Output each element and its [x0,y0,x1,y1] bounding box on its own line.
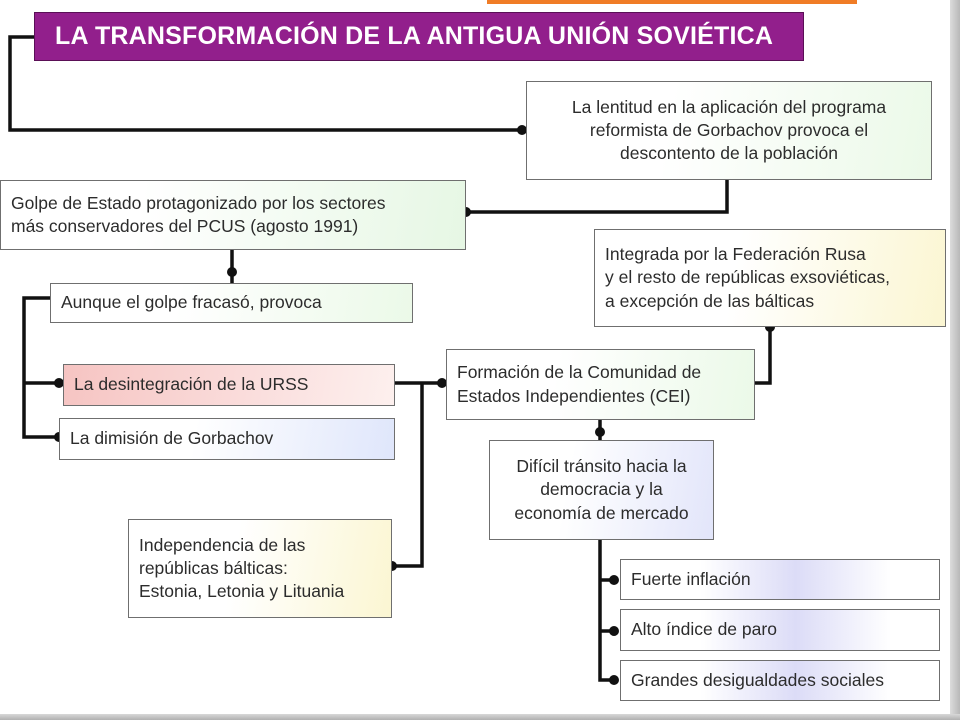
connector-dot [609,575,619,585]
connector-integrada-cei [755,327,772,385]
node-golpe: Golpe de Estado protagonizado por los se… [0,180,466,250]
connector-dot [609,626,619,636]
node-dimision: La dimisión de Gorbachov [59,418,395,460]
connector-dot [437,378,447,388]
connector-title-lentitud [8,35,522,132]
node-integrada: Integrada por la Federación Rusa y el re… [594,229,946,327]
connector-dot [54,378,64,388]
top-accent-strip [487,0,857,4]
connector-fracaso-branches [22,296,59,439]
connector-dot [595,427,605,437]
node-cei: Formación de la Comunidad de Estados Ind… [446,349,755,420]
connector-lentitud-golpe [466,180,729,214]
frame-right-edge [950,0,960,720]
node-independencia: Independencia de las repúblicas bálticas… [128,519,392,618]
node-desigualdades: Grandes desigualdades sociales [620,660,940,701]
node-fracaso: Aunque el golpe fracasó, provoca [50,283,413,323]
connector-dot [227,267,237,277]
node-transito: Difícil tránsito hacia la democracia y l… [489,440,714,540]
frame-bottom-edge [0,714,960,720]
node-desintegracion: La desintegración de la URSS [63,364,395,406]
connector-transito-consequences [598,540,617,682]
node-inflacion: Fuerte inflación [620,559,940,600]
connector-dot [517,125,527,135]
node-paro: Alto índice de paro [620,609,940,651]
node-lentitud: La lentitud en la aplicación del program… [526,81,932,180]
connector-to-cei [392,381,446,568]
diagram-title: LA TRANSFORMACIÓN DE LA ANTIGUA UNIÓN SO… [34,12,804,61]
connector-dot [609,675,619,685]
